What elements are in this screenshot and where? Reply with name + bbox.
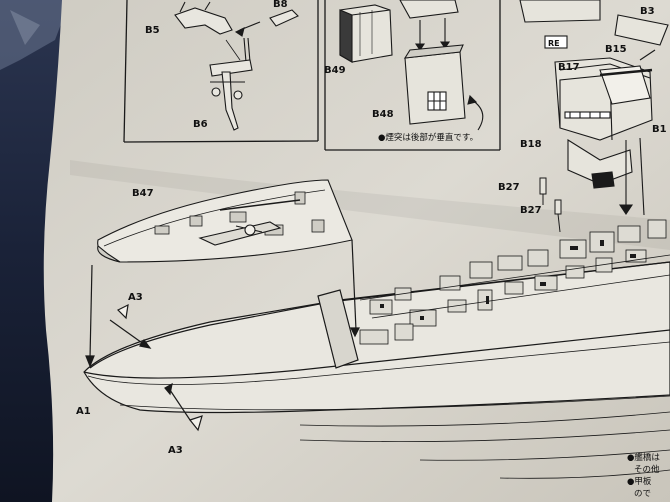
label-b27-lower: B27 — [520, 205, 542, 216]
label-b6: B6 — [193, 119, 208, 130]
mast-assembly-drawing — [174, 1, 299, 131]
panel-borders — [123, 0, 501, 151]
side-note-line-1: ●艦橋は — [627, 452, 660, 463]
label-b17: B17 — [558, 62, 580, 73]
b47-deck-drawing — [97, 179, 353, 263]
label-b48: B48 — [372, 109, 394, 120]
a1-hull-drawing — [83, 219, 670, 479]
label-b3: B3 — [640, 6, 655, 17]
label-b8: B8 — [273, 0, 288, 10]
label-b15: B15 — [605, 44, 627, 55]
paper-fold-shadow — [70, 160, 670, 250]
wrapper-plastic — [0, 0, 70, 70]
label-b47: B47 — [132, 188, 154, 199]
bridge-assembly-drawing — [519, 0, 669, 216]
b27-parts-drawing — [539, 177, 562, 233]
label-a3-top: A3 — [128, 292, 143, 303]
label-a1: A1 — [76, 406, 91, 417]
label-b27-upper: B27 — [498, 182, 520, 193]
side-note-line-3: ●甲板 — [627, 476, 652, 487]
side-note-line-2: その他 — [634, 464, 660, 475]
label-a3-bottom: A3 — [168, 445, 183, 456]
label-b5: B5 — [145, 25, 160, 36]
label-re: RE — [548, 39, 560, 48]
funnel-note-text: ●煙突は後部が垂直です。 — [378, 132, 478, 143]
label-b49: B49 — [324, 65, 346, 76]
funnel-assembly-drawing — [339, 0, 484, 131]
side-note-line-4: ので — [634, 489, 651, 499]
label-b18: B18 — [520, 139, 542, 150]
label-b1: B1 — [652, 124, 667, 135]
